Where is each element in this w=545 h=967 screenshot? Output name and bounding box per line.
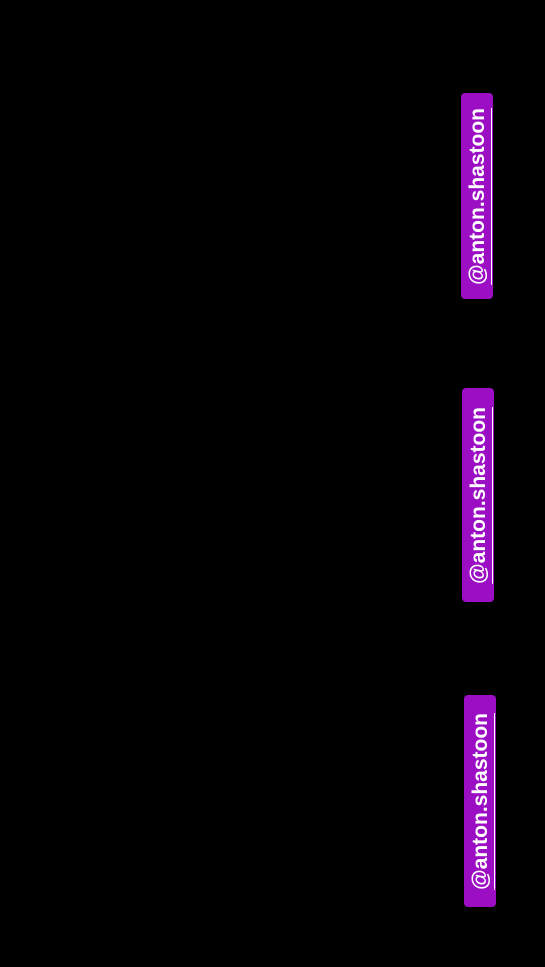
mention-sticker[interactable]: @anton.shastoon — [461, 93, 493, 299]
mention-label: @anton.shastoon — [468, 712, 492, 890]
mention-label: @anton.shastoon — [465, 107, 489, 285]
mention-sticker[interactable]: @anton.shastoon — [464, 695, 496, 907]
mention-label: @anton.shastoon — [466, 406, 490, 584]
mention-sticker[interactable]: @anton.shastoon — [462, 388, 494, 602]
